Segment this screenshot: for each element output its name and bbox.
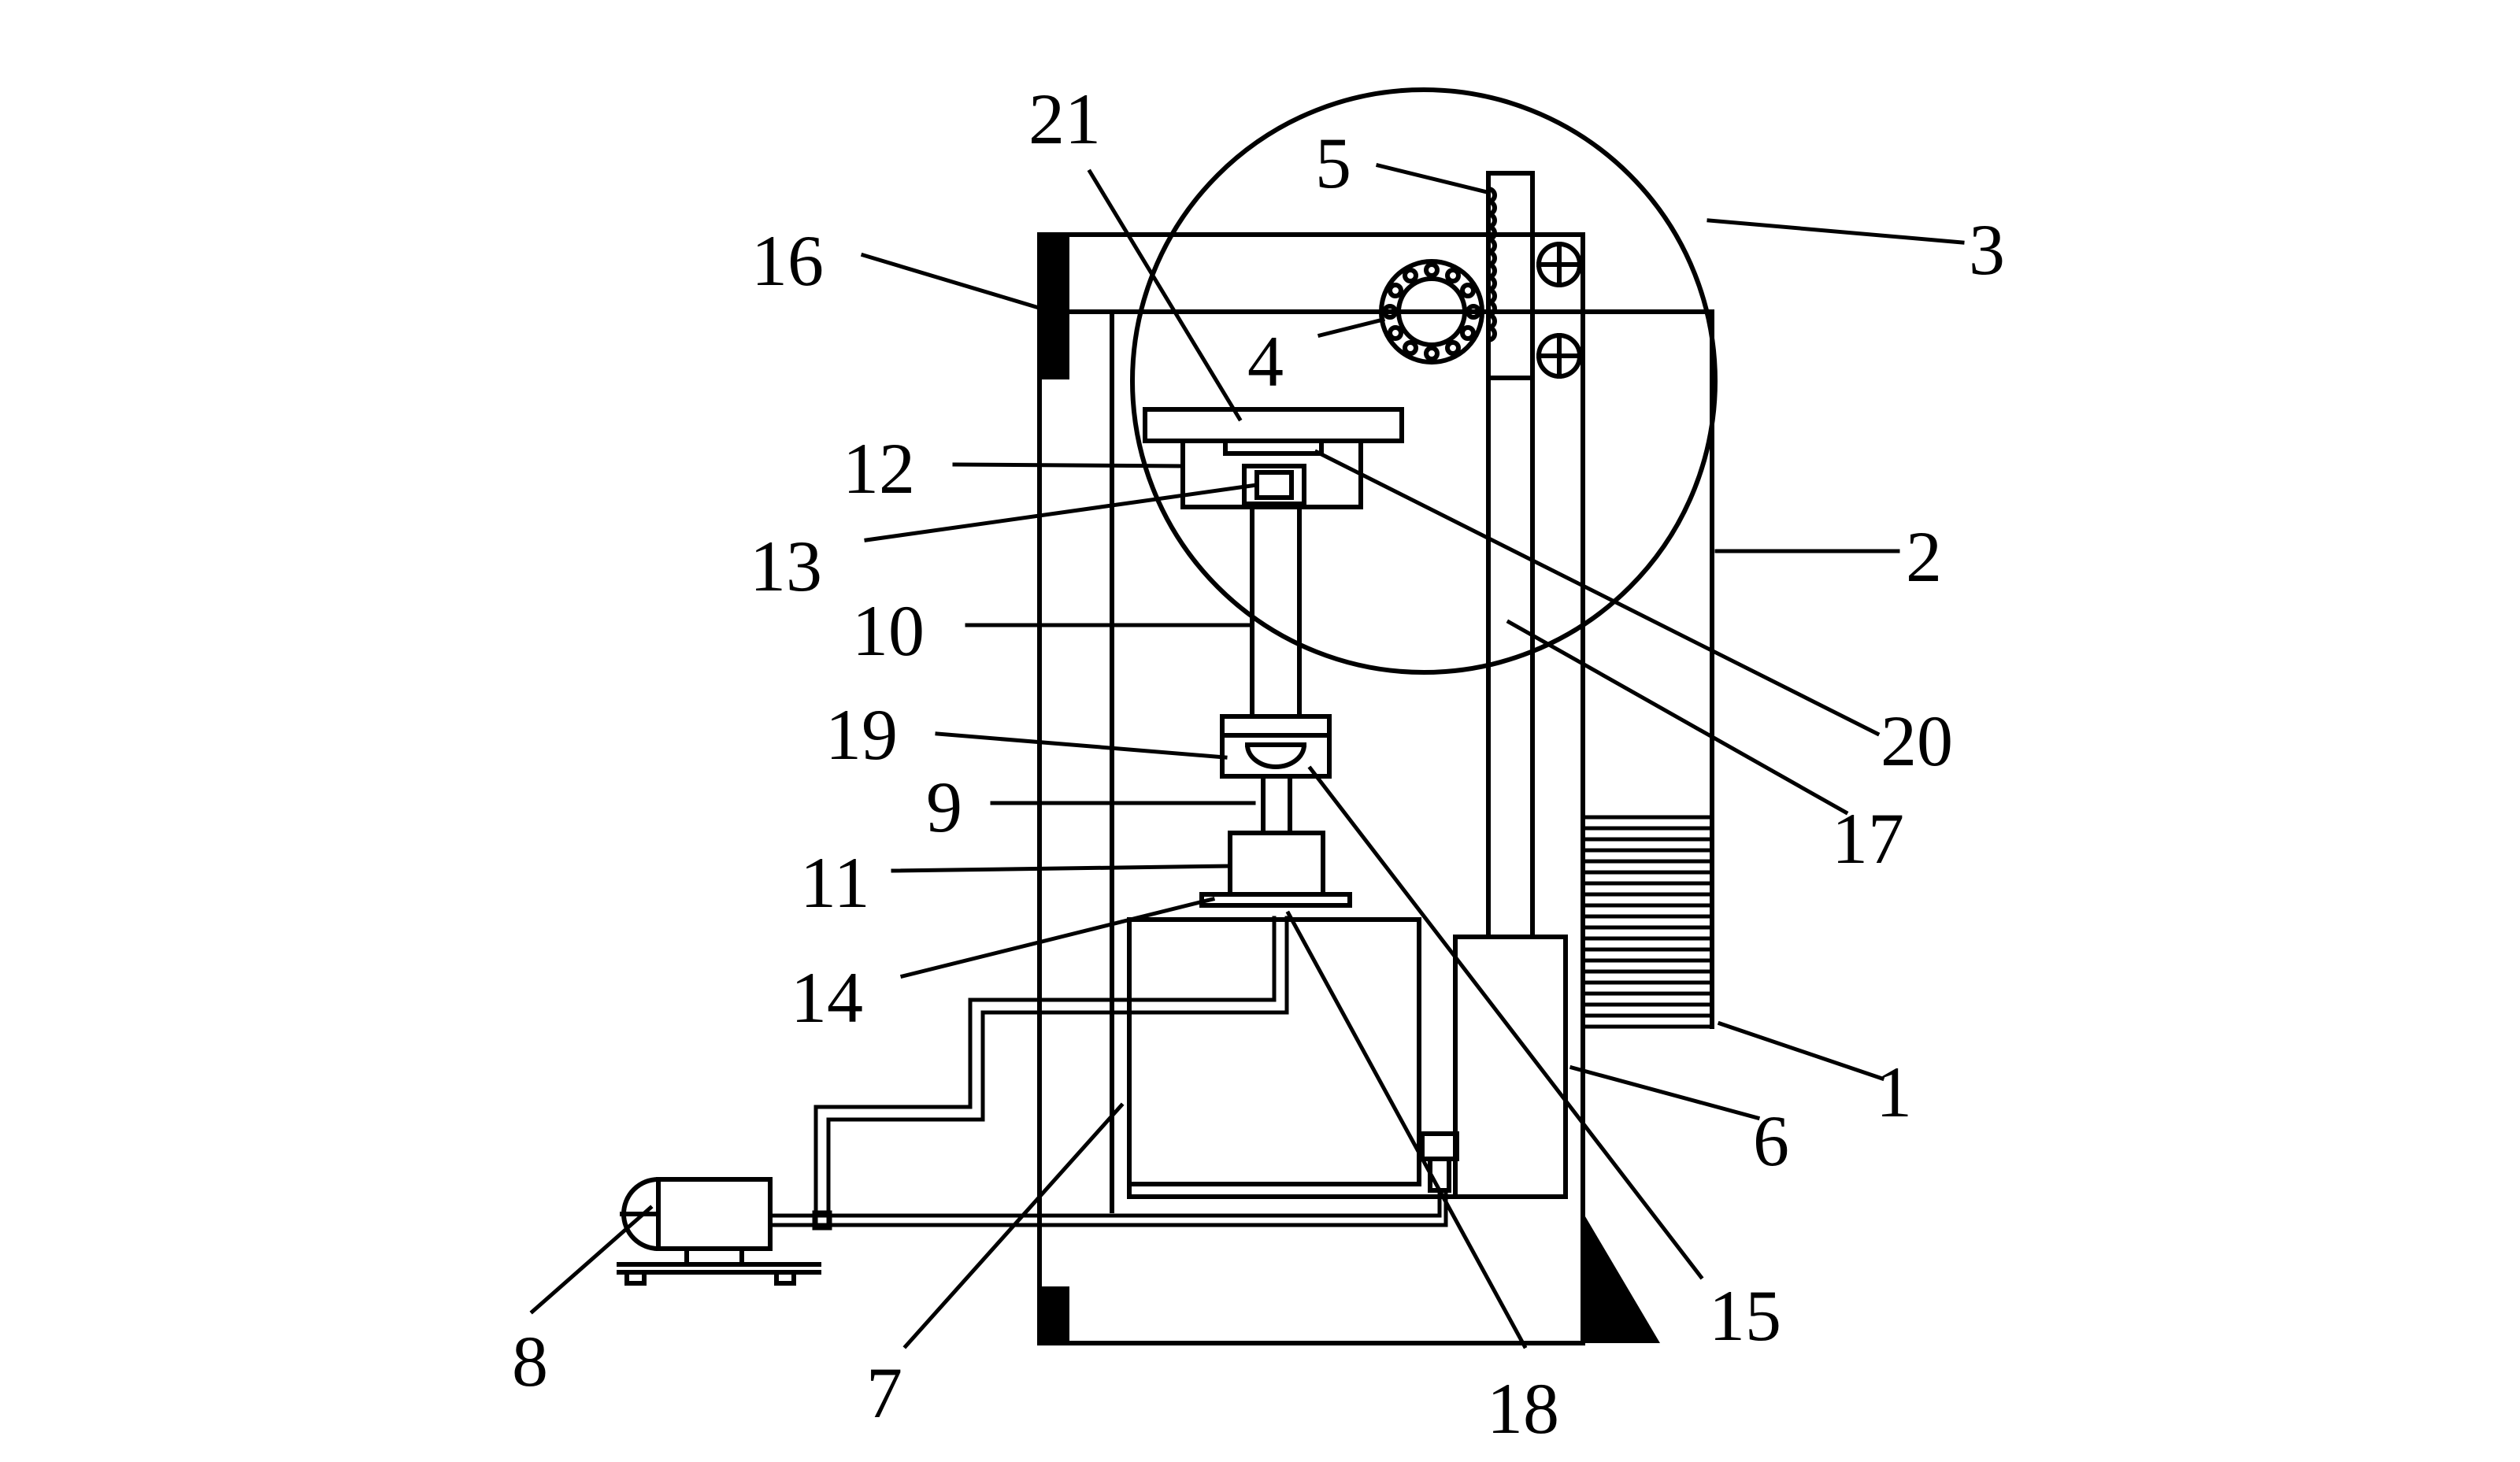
piston-rod (1486, 376, 1535, 939)
label-10: 10 (852, 590, 925, 671)
ball-joint (1220, 733, 1332, 769)
lower-rod (1261, 774, 1292, 835)
ball-joint-housing (1220, 714, 1332, 779)
label-19: 19 (825, 694, 898, 775)
label-11: 11 (800, 842, 870, 923)
label-4: 4 (1247, 321, 1284, 402)
gear (1379, 259, 1484, 365)
toothed-rack (1485, 171, 1582, 380)
leader-lines (529, 162, 1965, 1349)
part-labels: 1 2 3 4 5 6 7 8 9 10 11 12 13 14 15 16 1… (512, 79, 2005, 1449)
label-16: 16 (751, 220, 824, 301)
label-20: 20 (1881, 701, 1953, 781)
top-platen (1143, 407, 1404, 443)
label-2: 2 (1906, 516, 1942, 597)
label-13: 13 (750, 526, 822, 606)
valve (1420, 1131, 1459, 1193)
label-9: 9 (926, 767, 962, 847)
label-1: 1 (1876, 1052, 1912, 1132)
label-14: 14 (791, 957, 863, 1038)
label-21: 21 (1028, 79, 1101, 159)
pump (617, 1176, 821, 1286)
label-12: 12 (843, 428, 915, 509)
label-18: 18 (1487, 1368, 1559, 1449)
label-15: 15 (1709, 1275, 1781, 1356)
frame-post (1037, 232, 1714, 1345)
label-7: 7 (866, 1353, 902, 1433)
label-3: 3 (1969, 209, 2005, 290)
pipe (768, 916, 1448, 1231)
tank (1127, 917, 1568, 1199)
label-5: 5 (1315, 123, 1351, 203)
label-17: 17 (1832, 798, 1904, 879)
lower-block (1228, 831, 1325, 897)
corner-block (1040, 235, 1069, 1343)
label-6: 6 (1753, 1101, 1789, 1181)
base-plate (1583, 815, 1714, 1343)
upper-rod (1250, 502, 1302, 719)
detail-circle (1130, 87, 1718, 675)
label-8: 8 (512, 1321, 548, 1401)
